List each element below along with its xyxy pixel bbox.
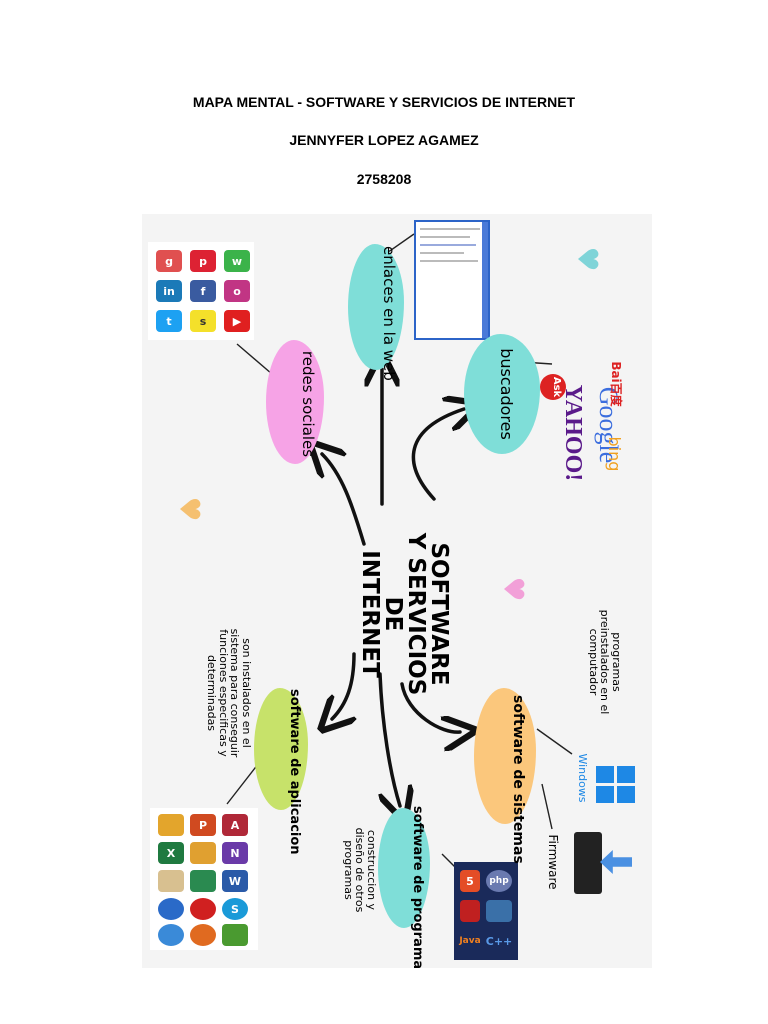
acrobat-icon bbox=[190, 898, 216, 920]
document-title: MAPA MENTAL - SOFTWARE Y SERVICIOS DE IN… bbox=[192, 94, 576, 110]
node-enlaces-label: enlaces en la web bbox=[380, 246, 398, 381]
node-buscadores-label: buscadores bbox=[497, 348, 516, 440]
baidu-logo: Bai百度 bbox=[609, 361, 623, 407]
excel-icon: X bbox=[158, 842, 184, 864]
node-sistemas-label: software de sistemas bbox=[510, 695, 526, 864]
snapchat-icon: s bbox=[190, 310, 216, 332]
linkedin-icon: in bbox=[156, 280, 182, 302]
node-redes-bubble bbox=[266, 340, 324, 464]
ruby-icon bbox=[460, 900, 480, 922]
node-redes-label: redes sociales bbox=[299, 350, 317, 458]
heart-icon-orange: ♥ bbox=[173, 496, 206, 522]
node-enlaces-bubble bbox=[348, 244, 404, 370]
pinterest-icon: p bbox=[190, 250, 216, 272]
java-icon: Java bbox=[459, 936, 481, 946]
windows-label: Windows bbox=[576, 753, 589, 803]
windows-media-icon bbox=[158, 898, 184, 920]
powerpoint-icon: P bbox=[190, 814, 216, 836]
note-programacion: construccion y diseño de otros programas bbox=[341, 827, 378, 913]
instagram-icon: o bbox=[224, 280, 250, 302]
google-plus-icon: g bbox=[156, 250, 182, 272]
access-icon: A bbox=[222, 814, 248, 836]
word-icon: W bbox=[222, 870, 248, 892]
folder-icon bbox=[190, 842, 216, 864]
application-icons: P A X N W S bbox=[150, 808, 258, 950]
center-title-line2: Y SERVICIOS bbox=[403, 532, 429, 696]
mind-map: enlaces en la web buscadores Google YAHO… bbox=[142, 214, 652, 968]
notepad-icon bbox=[158, 870, 184, 892]
center-title-line3: DE bbox=[380, 596, 406, 632]
php-icon: php bbox=[486, 870, 512, 892]
facebook-icon: f bbox=[190, 280, 216, 302]
firmware-label: Firmware bbox=[546, 834, 560, 890]
firefox-icon bbox=[190, 924, 216, 946]
browser-screenshot bbox=[414, 220, 490, 340]
map-connectors bbox=[226, 233, 573, 875]
node-programacion-bubble bbox=[378, 808, 430, 928]
firmware-chip-icon bbox=[574, 832, 602, 894]
center-title: SOFTWARE Y SERVICIOS DE INTERNET bbox=[340, 519, 452, 709]
heart-icon-teal: ♥ bbox=[571, 246, 604, 272]
node-aplicacion-bubble bbox=[254, 688, 308, 810]
node-programacion-label: software de programacion bbox=[410, 806, 425, 968]
clock-app-icon bbox=[158, 814, 184, 836]
center-title-line1: SOFTWARE bbox=[426, 542, 452, 686]
ask-logo-bg bbox=[540, 374, 566, 400]
node-buscadores-bubble bbox=[464, 334, 540, 454]
office-icon bbox=[222, 924, 248, 946]
document-author: JENNYFER LOPEZ AGAMEZ bbox=[289, 132, 479, 148]
ask-logo: Ask bbox=[551, 376, 562, 398]
heart-icon-pink: ♥ bbox=[497, 576, 530, 602]
html5-icon: 5 bbox=[460, 870, 480, 892]
whatsapp-icon: w bbox=[224, 250, 250, 272]
publisher-icon bbox=[190, 870, 216, 892]
note-aplicacion: son instalados en el sistema para conseg… bbox=[205, 628, 253, 758]
twitter-icon: t bbox=[156, 310, 182, 332]
center-title-line4: INTERNET bbox=[357, 550, 383, 678]
cpp-icon: C++ bbox=[485, 934, 513, 948]
note-sistemas: programas preinstalados en el computador bbox=[586, 609, 623, 715]
python-icon bbox=[486, 900, 512, 922]
node-aplicacion-label: software de aplicacion bbox=[287, 689, 302, 855]
onenote-icon: N bbox=[222, 842, 248, 864]
social-icons: g p w in f o t s ▶ bbox=[148, 242, 254, 340]
messenger-icon bbox=[158, 924, 184, 946]
skype-icon: S bbox=[222, 898, 248, 920]
programming-icons: 5 php Java C++ bbox=[454, 862, 518, 960]
windows-logo-icon bbox=[596, 766, 636, 804]
bing-logo: bing bbox=[605, 436, 624, 472]
node-sistemas-bubble bbox=[474, 688, 536, 824]
document-code: 2758208 bbox=[356, 171, 412, 187]
youtube-icon: ▶ bbox=[224, 310, 250, 332]
